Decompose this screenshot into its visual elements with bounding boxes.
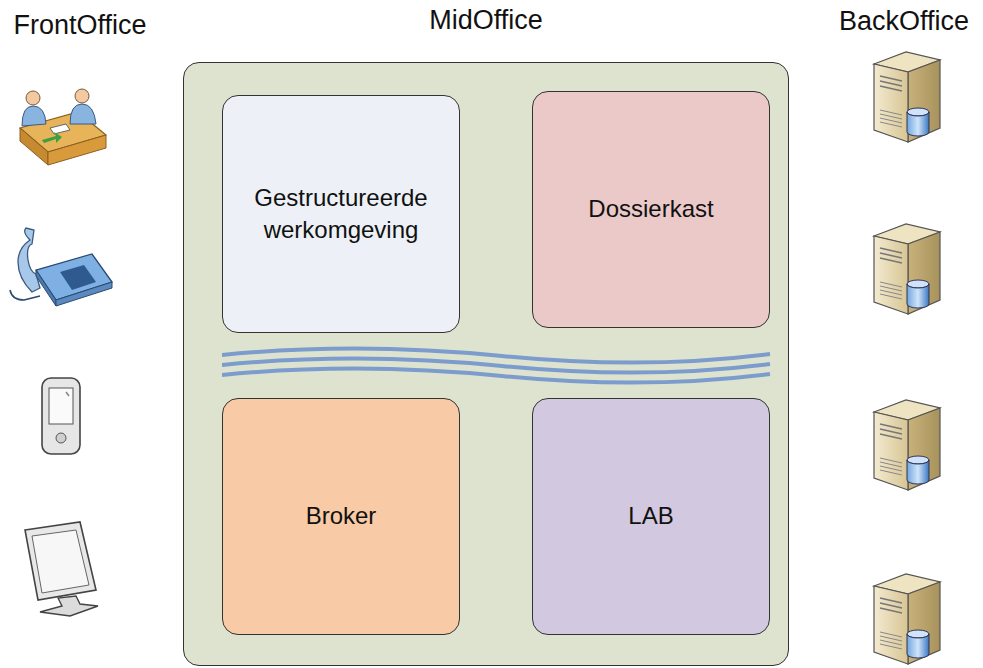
bus-waves [222,346,782,386]
pda-icon [42,378,80,454]
server-icon [874,224,940,314]
module-label: Broker [306,500,377,532]
desk-icon [20,89,106,165]
server-icon [874,400,940,490]
module-box: Broker [222,398,460,635]
server-icon [874,574,940,664]
column-heading: BackOffice [839,6,969,37]
mid-office-panel: MidOfficeGestructureerde werkomgevingDos… [183,62,789,666]
module-box: Dossierkast [532,91,770,328]
module-label: LAB [628,500,673,532]
module-box: Gestructureerde werkomgeving [222,95,460,333]
module-box: LAB [532,398,770,635]
phone-icon [10,228,112,306]
column-heading: FrontOffice [13,10,146,41]
module-label: Gestructureerde werkomgeving [239,182,443,247]
module-label: Dossierkast [588,193,713,225]
panel-heading: MidOffice [184,5,788,36]
server-icon [874,52,940,142]
monitor-icon [25,522,98,616]
